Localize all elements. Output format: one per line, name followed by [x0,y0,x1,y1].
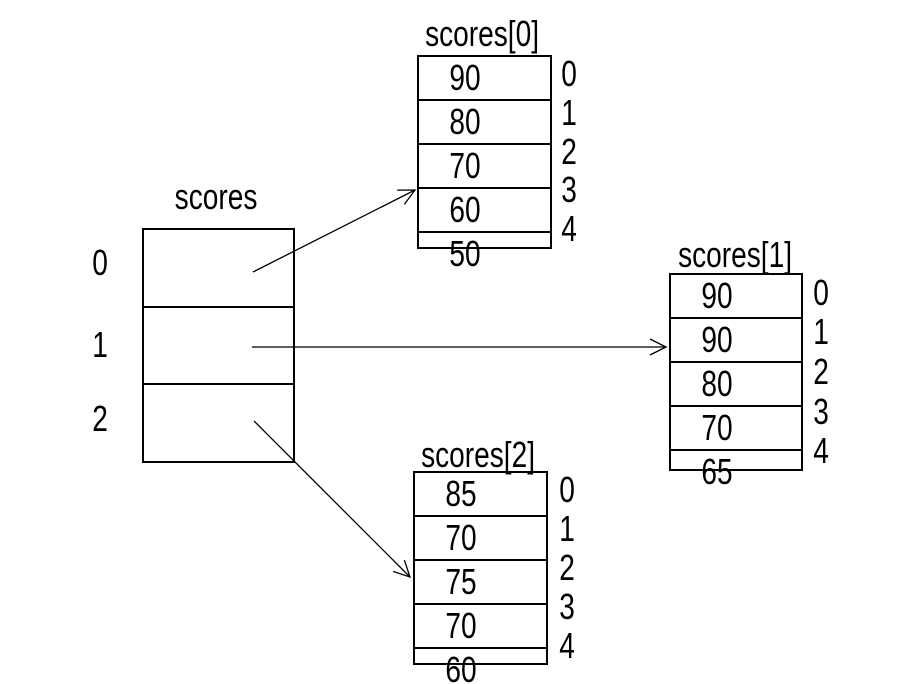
cell-value: 60 [449,189,482,230]
cell-value: 70 [449,145,482,186]
main-array-title-text: scores [175,176,258,217]
table0-row-0: 90 [419,57,550,101]
table0-row-1: 80 [419,101,550,145]
main-array-cell-2 [144,385,293,461]
main-index-2: 2 [85,401,115,437]
table1-index-2-text: 2 [813,351,829,392]
cell-value: 90 [701,319,733,360]
table1-box: 90 90 80 70 65 [669,273,803,492]
cell-value: 50 [449,233,482,274]
cell-value: 70 [445,517,478,558]
table1-row-2: 80 [671,363,801,407]
table2-index-0-text: 0 [559,469,575,510]
table2-index-2-text: 2 [559,547,575,588]
table0-box: 90 80 70 60 50 [417,55,552,274]
table2-title-text: scores[2] [421,434,535,475]
table2-index-3-text: 3 [559,586,575,627]
table0-index-2-text: 2 [561,131,577,172]
table0-index-1-text: 1 [561,92,577,133]
cell-value: 80 [701,363,733,404]
table1-index-0: 0 [806,275,836,311]
main-index-1-text: 1 [92,324,108,365]
table2-row-2: 75 [415,561,546,605]
table2-box: 85 70 75 70 60 [413,471,548,684]
cell-value: 80 [449,101,482,142]
cell-value: 90 [701,275,733,316]
table0-row-2: 70 [419,145,550,189]
table2-index-0: 0 [552,472,582,508]
table0-index-4: 4 [554,211,584,247]
cell-value: 60 [445,649,478,684]
table1-row-1: 90 [671,319,801,363]
main-index-1: 1 [85,327,115,363]
table0-index-1: 1 [554,95,584,131]
table1-index-0-text: 0 [813,272,829,313]
table2-row-4: 60 [415,649,546,684]
table0-row-4: 50 [419,233,550,275]
table1-row-4: 65 [671,451,801,493]
table2-index-1-text: 1 [559,508,575,549]
table1-index-2: 2 [806,354,836,390]
table0-title: scores[0] [409,15,544,53]
table2-row-1: 70 [415,517,546,561]
main-index-2-text: 2 [92,398,108,439]
table1-title-text: scores[1] [678,234,792,275]
table1-row-3: 70 [671,407,801,451]
table1-index-1-text: 1 [813,311,829,352]
table0-index-4-text: 4 [561,208,577,249]
main-array-cell-0 [144,230,293,308]
table2-row-3: 70 [415,605,546,649]
table0-title-text: scores[0] [425,13,539,54]
table2-index-4-text: 4 [559,625,575,666]
table0-index-2: 2 [554,134,584,170]
cell-value: 85 [445,473,478,514]
table1-index-3: 3 [806,394,836,430]
table2-index-2: 2 [552,550,582,586]
table1-index-1: 1 [806,314,836,350]
cell-value: 75 [445,561,478,602]
table1-index-4: 4 [806,433,836,469]
main-index-0-text: 0 [92,242,108,283]
cell-value: 70 [701,407,733,448]
table1-index-3-text: 3 [813,391,829,432]
table0-index-3: 3 [554,172,584,208]
main-array-box [142,228,295,463]
table0-index-3-text: 3 [561,169,577,210]
cell-value: 90 [449,57,482,98]
table1-index-4-text: 4 [813,430,829,471]
cell-value: 70 [445,605,478,646]
table0-index-0-text: 0 [561,53,577,94]
main-index-0: 0 [85,245,115,281]
table1-row-0: 90 [671,275,801,319]
table2-index-1: 1 [552,511,582,547]
table0-index-0: 0 [554,56,584,92]
table0-row-3: 60 [419,189,550,233]
table2-index-4: 4 [552,628,582,664]
table2-row-0: 85 [415,473,546,517]
main-array-title: scores [139,178,294,216]
table2-title: scores[2] [405,436,540,474]
table1-title: scores[1] [662,236,796,274]
cell-value: 65 [701,451,733,492]
table2-index-3: 3 [552,589,582,625]
main-array-cell-1 [144,308,293,386]
